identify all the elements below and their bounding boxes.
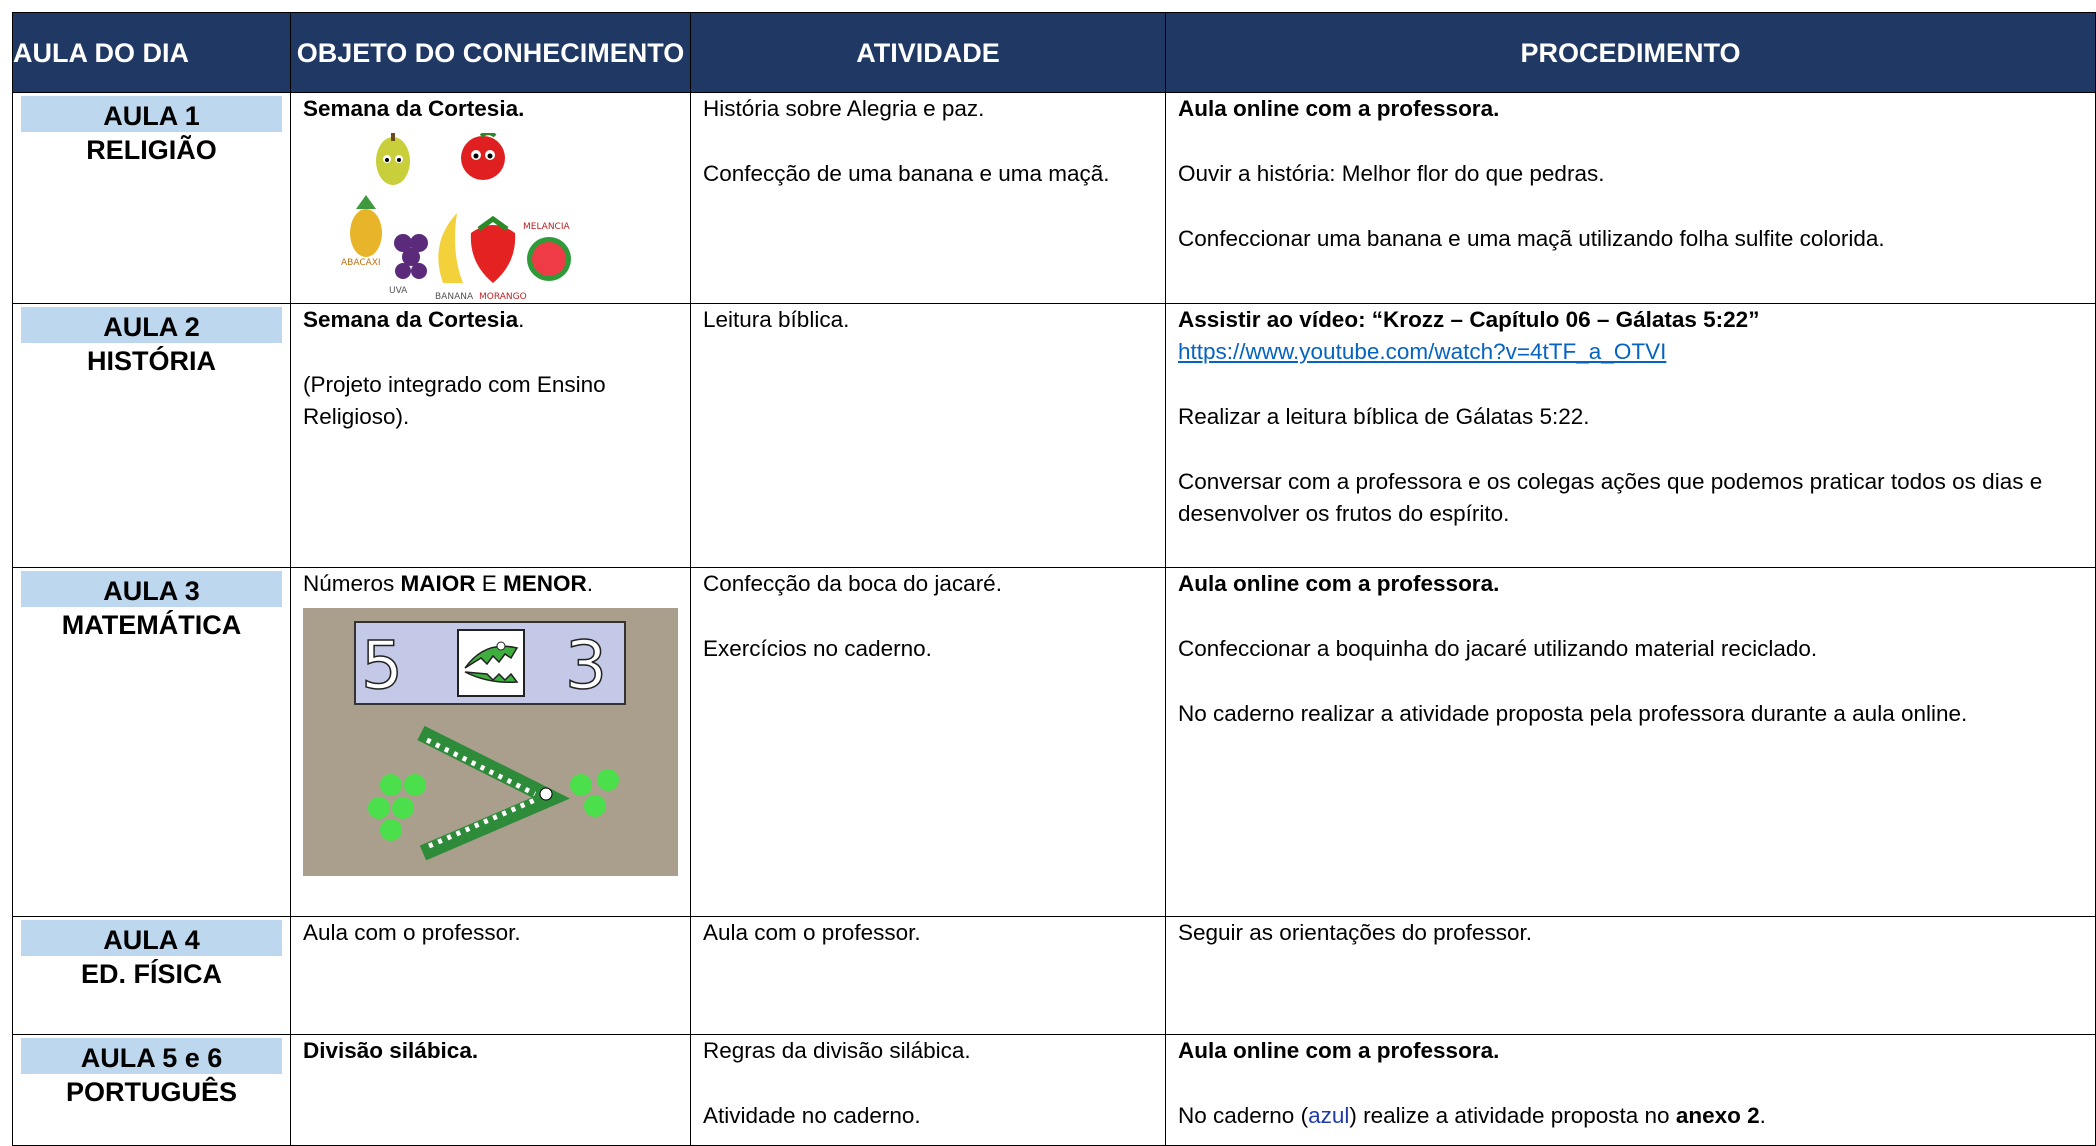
- procedimento-text: Confeccionar uma banana e uma maçã utili…: [1178, 226, 1885, 251]
- atividade-cell: Leitura bíblica.: [690, 303, 1166, 568]
- atividade-text: Atividade no caderno.: [703, 1103, 921, 1128]
- procedimento-cell: Aula online com a professora. Confeccion…: [1165, 567, 2096, 917]
- fruits-illustration: ABACAXI UVA BANANA MORANGO MELANCIA: [341, 133, 571, 302]
- aula-cell: AULA 3 MATEMÁTICA: [12, 567, 291, 917]
- objeto-cell: Aula com o professor.: [290, 916, 691, 1035]
- procedimento-title: Aula online com a professora.: [1178, 1038, 1500, 1063]
- objeto-text: Divisão silábica.: [303, 1038, 479, 1063]
- header-procedimento: PROCEDIMENTO: [1165, 12, 2096, 93]
- atividade-text: Aula com o professor.: [703, 920, 921, 945]
- fruit-label: ABACAXI: [341, 258, 381, 268]
- table-row: AULA 2 HISTÓRIA Semana da Cortesia. (Pro…: [12, 303, 2096, 568]
- atividade-cell: Confecção da boca do jacaré. Exercícios …: [690, 567, 1166, 917]
- objeto-text: Números MAIOR E MENOR.: [303, 571, 594, 596]
- aula-label: AULA 2: [21, 307, 282, 343]
- objeto-text: Semana da Cortesia.: [303, 96, 525, 121]
- table-row: AULA 4 ED. FÍSICA Aula com o professor. …: [12, 916, 2096, 1035]
- atividade-cell: Regras da divisão silábica. Atividade no…: [690, 1034, 1166, 1146]
- lesson-plan-table: AULA DO DIA OBJETO DO CONHECIMENTO ATIVI…: [12, 12, 2096, 1146]
- crocodile-comparison-photo: 5 3: [303, 608, 678, 876]
- objeto-cell: Semana da Cortesia. ABACAXI UVA BANANA: [290, 92, 691, 304]
- atividade-text: História sobre Alegria e paz.: [703, 96, 985, 121]
- procedimento-text: Confeccionar a boquinha do jacaré utiliz…: [1178, 636, 1818, 661]
- procedimento-text: Seguir as orientações do professor.: [1178, 920, 1532, 945]
- fruit-label: MORANGO: [479, 292, 527, 302]
- procedimento-text: Ouvir a história: Melhor flor do que ped…: [1178, 161, 1605, 186]
- aula-label: AULA 4: [21, 920, 282, 956]
- procedimento-cell: Aula online com a professora. No caderno…: [1165, 1034, 2096, 1146]
- subject-label: PORTUGUÊS: [65, 1077, 238, 1107]
- youtube-link[interactable]: https://www.youtube.com/watch?v=4tTF_a_O…: [1178, 339, 1667, 364]
- aula-cell: AULA 1 RELIGIÃO: [12, 92, 291, 304]
- procedimento-title: Aula online com a professora.: [1178, 96, 1500, 121]
- atividade-text: Exercícios no caderno.: [703, 636, 932, 661]
- procedimento-title: Assistir ao vídeo: “Krozz – Capítulo 06 …: [1178, 307, 1760, 332]
- procedimento-cell: Seguir as orientações do professor.: [1165, 916, 2096, 1035]
- objeto-cell: Divisão silábica.: [290, 1034, 691, 1146]
- fruit-label: UVA: [389, 286, 408, 296]
- procedimento-cell: Assistir ao vídeo: “Krozz – Capítulo 06 …: [1165, 303, 2096, 568]
- atividade-text: Confecção da boca do jacaré.: [703, 571, 1002, 596]
- procedimento-text: Realizar a leitura bíblica de Gálatas 5:…: [1178, 404, 1590, 429]
- aula-cell: AULA 4 ED. FÍSICA: [12, 916, 291, 1035]
- objeto-text: Semana da Cortesia: [303, 307, 519, 332]
- aula-label: AULA 3: [21, 571, 282, 607]
- header-atividade: ATIVIDADE: [690, 12, 1166, 93]
- subject-label: ED. FÍSICA: [80, 959, 222, 989]
- header-aula-do-dia: AULA DO DIA: [12, 12, 291, 93]
- atividade-cell: História sobre Alegria e paz. Confecção …: [690, 92, 1166, 304]
- atividade-text: Regras da divisão silábica.: [703, 1038, 971, 1063]
- aula-cell: AULA 5 e 6 PORTUGUÊS: [12, 1034, 291, 1146]
- atividade-text: Confecção de uma banana e uma maçã.: [703, 161, 1110, 186]
- procedimento-text: Conversar com a professora e os colegas …: [1178, 469, 2043, 526]
- atividade-text: Leitura bíblica.: [703, 307, 850, 332]
- subject-label: MATEMÁTICA: [61, 610, 242, 640]
- table-row: AULA 5 e 6 PORTUGUÊS Divisão silábica. R…: [12, 1034, 2096, 1146]
- procedimento-text: No caderno realizar a atividade proposta…: [1178, 701, 1968, 726]
- subject-label: HISTÓRIA: [86, 346, 216, 376]
- procedimento-text: No caderno (azul) realize a atividade pr…: [1178, 1103, 1766, 1128]
- header-objeto: OBJETO DO CONHECIMENTO: [290, 12, 691, 93]
- subject-label: RELIGIÃO: [86, 135, 217, 165]
- card-number: 5: [361, 627, 403, 704]
- header-row: AULA DO DIA OBJETO DO CONHECIMENTO ATIVI…: [12, 12, 2096, 93]
- fruit-label: MELANCIA: [523, 222, 571, 232]
- objeto-text: Aula com o professor.: [303, 920, 521, 945]
- table-row: AULA 3 MATEMÁTICA Números MAIOR E MENOR.…: [12, 567, 2096, 917]
- card-number: 3: [565, 627, 607, 704]
- objeto-cell: Semana da Cortesia. (Projeto integrado c…: [290, 303, 691, 568]
- aula-cell: AULA 2 HISTÓRIA: [12, 303, 291, 568]
- table-row: AULA 1 RELIGIÃO Semana da Cortesia. ABAC…: [12, 92, 2096, 304]
- fruit-label: BANANA: [435, 292, 474, 302]
- aula-label: AULA 5 e 6: [21, 1038, 282, 1074]
- aula-label: AULA 1: [21, 96, 282, 132]
- procedimento-cell: Aula online com a professora. Ouvir a hi…: [1165, 92, 2096, 304]
- objeto-cell: Números MAIOR E MENOR. 5 3: [290, 567, 691, 917]
- atividade-cell: Aula com o professor.: [690, 916, 1166, 1035]
- objeto-note: (Projeto integrado com Ensino Religioso)…: [303, 372, 606, 429]
- procedimento-title: Aula online com a professora.: [1178, 571, 1500, 596]
